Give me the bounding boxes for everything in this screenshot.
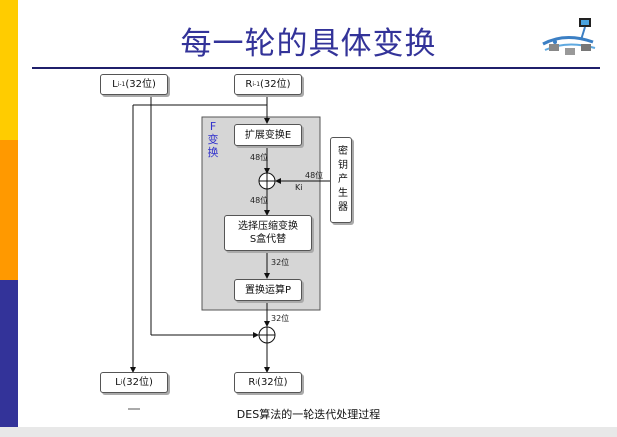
left-output-base: L bbox=[115, 377, 121, 388]
f-transform-label: F变换 bbox=[207, 120, 219, 159]
left-input-base: L bbox=[112, 79, 118, 90]
left-output-rest: (32位) bbox=[122, 377, 153, 388]
left-input-rest: (32位) bbox=[125, 79, 156, 90]
key-generator-box: 密钥产生器 bbox=[330, 137, 352, 223]
expansion-box: 扩展变换E bbox=[234, 124, 302, 146]
accent-bar-blue bbox=[0, 280, 18, 427]
network-logo-icon bbox=[542, 18, 596, 55]
right-output-base: R bbox=[248, 377, 256, 388]
permutation-box: 置换运算P bbox=[234, 279, 302, 301]
bits-48-key-label: 48位 bbox=[305, 171, 324, 180]
bits-32-label-b: 32位 bbox=[271, 314, 290, 323]
left-input-sub: i-1 bbox=[117, 81, 126, 88]
right-input-base: R bbox=[245, 79, 253, 90]
f-transform-block bbox=[201, 116, 321, 311]
bits-48-label-a: 48位 bbox=[250, 153, 269, 162]
bits-48-label-b: 48位 bbox=[250, 196, 269, 205]
key-sub-label: Ki bbox=[295, 183, 303, 192]
right-input-rest: (32位) bbox=[260, 79, 291, 90]
des-round-diagram bbox=[128, 94, 330, 410]
figure-caption: DES算法的一轮迭代处理过程 bbox=[236, 408, 381, 421]
sbox-box: 选择压缩变换 S盒代替 bbox=[224, 215, 312, 251]
slide-title: 每一轮的具体变换 bbox=[180, 26, 437, 62]
bits-32-label-a: 32位 bbox=[271, 258, 290, 267]
slide: 每一轮的具体变换 bbox=[0, 0, 617, 427]
right-output-sub: i bbox=[255, 379, 258, 386]
title-divider bbox=[32, 67, 600, 69]
left-output-sub: i bbox=[120, 379, 123, 386]
key-generator-label: 密钥产生器 bbox=[335, 145, 347, 215]
right-input-sub: i-1 bbox=[252, 81, 261, 88]
sbox-line2: S盒代替 bbox=[249, 234, 287, 245]
sbox-line1: 选择压缩变换 bbox=[238, 221, 298, 232]
accent-bar-orange bbox=[0, 140, 18, 280]
accent-bar-yellow bbox=[0, 0, 18, 140]
right-output-rest: (32位) bbox=[257, 377, 288, 388]
